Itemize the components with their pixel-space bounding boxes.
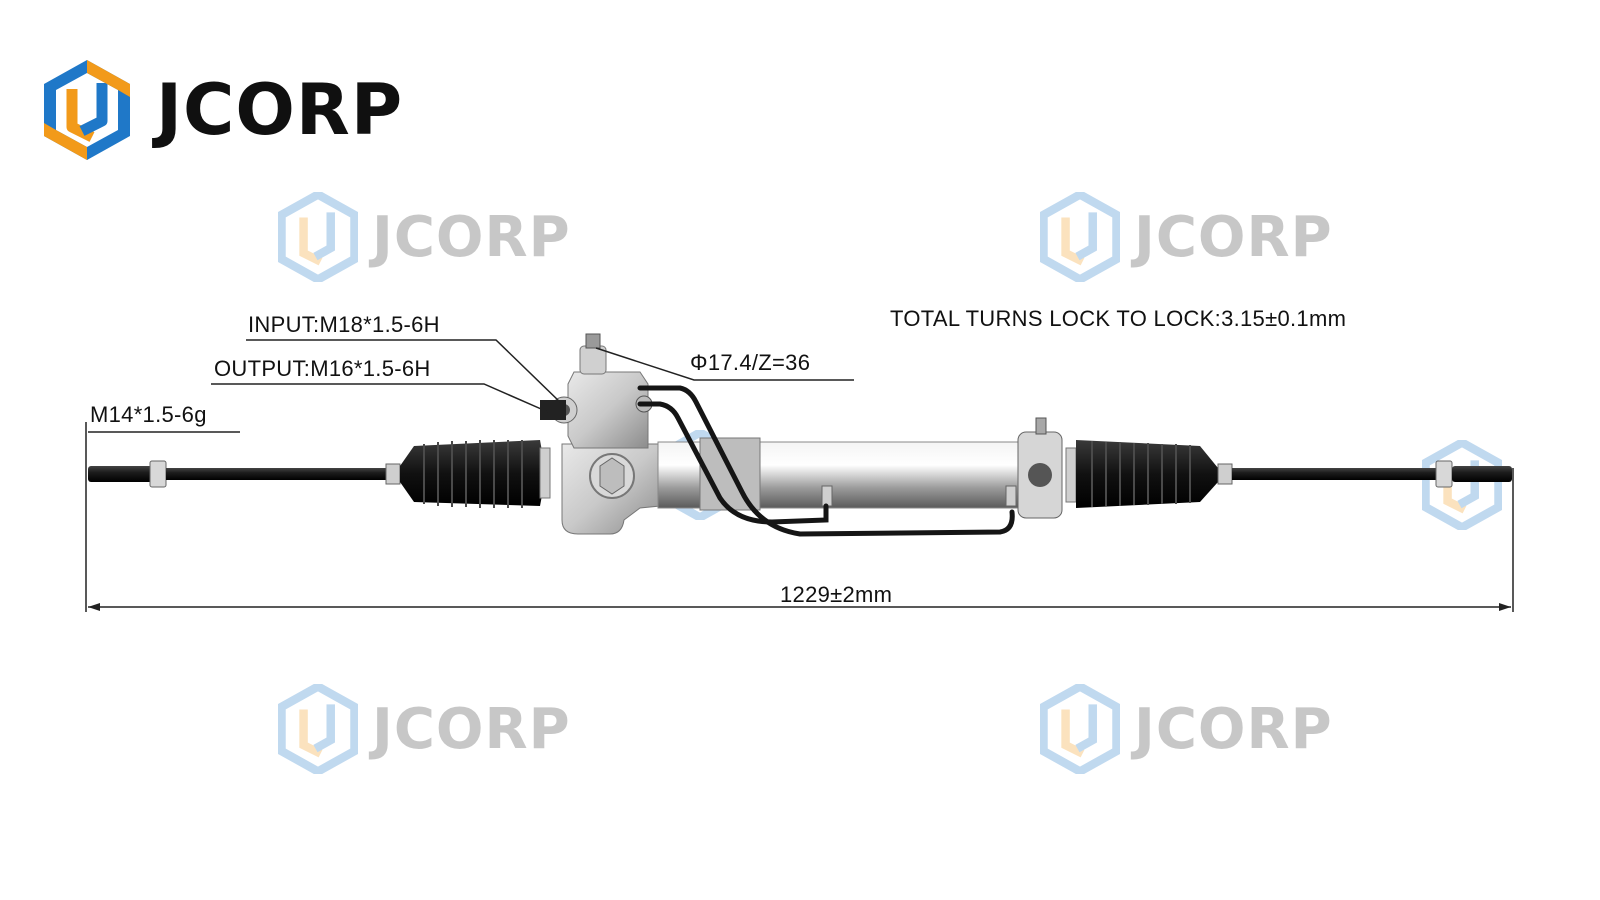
rack-tube — [657, 417, 1063, 519]
right-tie-rod — [1217, 460, 1512, 488]
total-turns-label: TOTAL TURNS LOCK TO LOCK:3.15±0.1mm — [890, 306, 1347, 331]
brand-logo: JCORP — [40, 55, 403, 165]
jcorp-logo-icon — [44, 60, 130, 160]
input-port-label: INPUT:M18*1.5-6H — [248, 312, 440, 337]
brand-name: JCORP — [156, 69, 404, 151]
valve-housing — [540, 333, 661, 535]
pinion-spec-label: Φ17.4/Z=36 — [690, 350, 811, 375]
left-tie-rod — [88, 460, 401, 488]
overall-length-dimension — [85, 422, 1514, 612]
right-bellows-boot — [1065, 440, 1218, 508]
output-port-label: OUTPUT:M16*1.5-6H — [214, 356, 431, 381]
hydraulic-lines — [637, 385, 1015, 537]
tie-rod-thread-label: M14*1.5-6g — [90, 402, 207, 427]
overall-length-label: 1229±2mm — [780, 582, 893, 607]
arrowhead-right-icon — [1499, 603, 1511, 611]
leader-lines — [88, 339, 854, 433]
left-bellows-boot — [400, 440, 551, 508]
arrowhead-left-icon — [88, 603, 100, 611]
